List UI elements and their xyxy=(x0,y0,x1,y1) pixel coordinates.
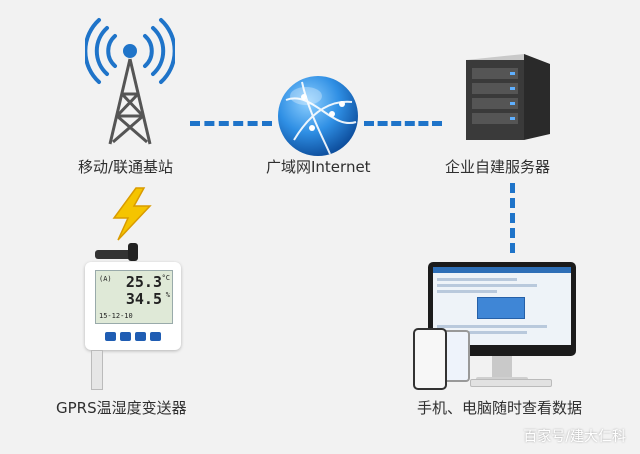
device-button xyxy=(135,332,146,341)
lcd-hum-unit: % xyxy=(165,291,170,299)
lcd-temperature: 25.3 xyxy=(125,273,162,291)
device-label: GPRS温湿度变送器 xyxy=(56,399,187,417)
server-icon xyxy=(466,54,550,140)
monitor-stand xyxy=(492,356,512,378)
device-button xyxy=(105,332,116,341)
screen-row xyxy=(437,278,517,281)
screen-row xyxy=(437,290,497,293)
terminals-label: 手机、电脑随时查看数据 xyxy=(417,399,583,417)
lcd-humidity: 34.5 xyxy=(125,290,162,308)
screen-row xyxy=(437,325,547,328)
screen-row xyxy=(437,284,537,287)
antenna-cap xyxy=(128,243,138,261)
screen-titlebar xyxy=(433,267,571,273)
tower-label: 移动/联通基站 xyxy=(78,158,174,176)
lcd-display: (A) 25.3 °C 34.5 % 15-12-10 xyxy=(95,270,173,324)
link-server-terminals xyxy=(510,183,515,253)
device-button xyxy=(150,332,161,341)
antenna xyxy=(95,250,135,259)
link-tower-internet xyxy=(190,121,272,126)
lcd-temp-unit: °C xyxy=(161,274,170,282)
internet-label: 广域网Internet xyxy=(266,158,371,176)
lightning-icon xyxy=(112,187,152,241)
server-label: 企业自建服务器 xyxy=(445,158,551,176)
link-internet-server xyxy=(364,121,442,126)
sensor-probe xyxy=(91,350,103,390)
screen-login-window xyxy=(477,297,525,319)
cell-tower-icon xyxy=(85,18,175,145)
globe-icon xyxy=(278,76,358,156)
monitor-screen xyxy=(433,267,571,345)
device-button xyxy=(120,332,131,341)
screen-row xyxy=(437,331,527,334)
watermark: 百家号/建大仁科 xyxy=(523,429,626,445)
keyboard xyxy=(470,379,552,387)
lcd-date: 15-12-10 xyxy=(99,312,133,320)
gprs-device: (A) 25.3 °C 34.5 % 15-12-10 xyxy=(85,262,181,350)
mobile-phone xyxy=(413,328,447,390)
lcd-channel: (A) xyxy=(99,275,112,283)
